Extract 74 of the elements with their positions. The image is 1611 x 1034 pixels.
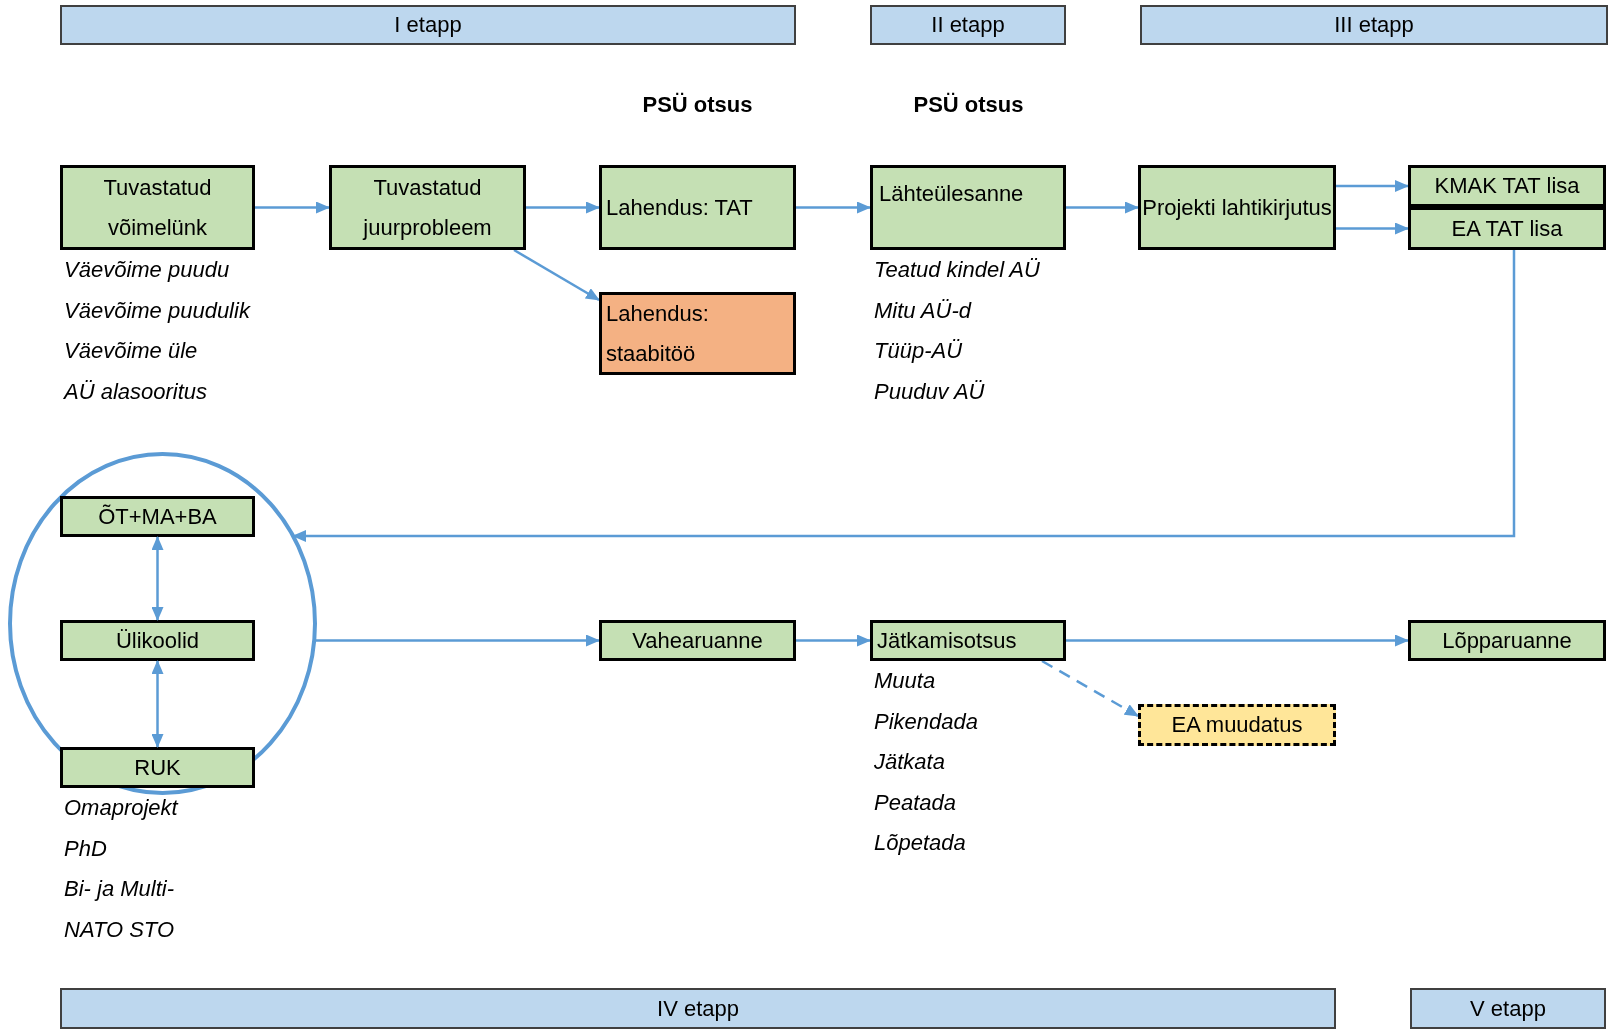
box-label: Vahearuanne	[632, 626, 763, 655]
box-label: ÕT+MA+BA	[98, 502, 217, 531]
box-label: RUK	[134, 753, 181, 782]
arrow	[1336, 180, 1409, 192]
note-text: NATO STO	[64, 916, 175, 943]
arrow	[1066, 201, 1139, 214]
arrow	[1336, 222, 1409, 235]
note-text: Lõpetada	[874, 830, 966, 856]
box-label: Lõpparuanne	[1442, 626, 1572, 655]
double-arrow	[151, 660, 164, 748]
process-box	[1138, 165, 1336, 250]
process-box	[870, 620, 1066, 661]
stage-band	[60, 5, 796, 45]
process-box	[60, 496, 255, 537]
double-arrow	[151, 536, 164, 621]
stage-label: IV etapp	[657, 995, 739, 1022]
note-text: Tüüp-AÜ	[874, 338, 963, 364]
process-box	[1408, 620, 1606, 661]
process-box	[1408, 207, 1606, 250]
process-box	[60, 747, 255, 788]
box-label: Projekti lahtikirjutus	[1142, 193, 1332, 222]
arrow	[292, 250, 1516, 542]
dashed-arrow	[1041, 659, 1139, 718]
ellipse-outline	[8, 452, 317, 795]
dashed-process-box	[1138, 704, 1336, 746]
box-label: Tuvastatud võimelünk	[102, 173, 213, 242]
stage-band	[1140, 5, 1608, 45]
note-text: PhD	[64, 835, 107, 862]
note-text: Jätkata	[874, 749, 945, 775]
note-text: Puuduv AÜ	[874, 378, 985, 405]
box-label: EA TAT lisa	[1451, 214, 1563, 243]
stage-band	[1410, 988, 1606, 1029]
arrow	[1066, 634, 1409, 647]
box-label: KMAK TAT lisa	[1434, 172, 1580, 200]
arrow	[796, 201, 871, 214]
process-box	[329, 165, 526, 250]
box-label: Lähteülesanne	[879, 180, 1024, 208]
process-box	[1408, 165, 1606, 207]
process-box	[599, 620, 796, 661]
arrow	[314, 634, 600, 647]
note-text: Väevõime puudulik	[64, 297, 250, 324]
note-text: Väevõime üle	[64, 338, 198, 364]
decision-heading: PSÜ otsus	[641, 92, 754, 118]
process-box	[870, 165, 1066, 250]
arrow	[796, 634, 871, 647]
decision-heading: PSÜ otsus	[912, 92, 1025, 118]
process-box	[599, 165, 796, 250]
note-text: Väevõime puudu	[64, 257, 230, 283]
box-label: Jätkamisotsus	[877, 626, 1017, 655]
arrow	[255, 201, 330, 214]
note-text: Peatada	[874, 789, 956, 816]
arrow	[513, 248, 600, 302]
note-text: Pikendada	[874, 708, 978, 735]
note-text: Bi- ja Multi-	[64, 876, 174, 902]
note-text: Mitu AÜ-d	[874, 297, 971, 324]
note-text: Muuta	[874, 668, 936, 694]
stage-band	[60, 988, 1336, 1029]
box-label: Lahendus: staabitöö	[606, 299, 710, 368]
stage-label: I etapp	[394, 12, 462, 38]
arrow	[526, 201, 600, 214]
stage-label: V etapp	[1470, 995, 1546, 1022]
note-text: Omaprojekt	[64, 795, 178, 821]
process-box	[60, 620, 255, 661]
stage-band	[870, 5, 1066, 45]
box-label: Lahendus: TAT	[606, 193, 753, 222]
process-box	[60, 165, 255, 250]
stage-label: III etapp	[1334, 12, 1414, 38]
process-box	[599, 292, 796, 375]
stage-label: II etapp	[931, 12, 1005, 38]
note-text: Teatud kindel AÜ	[874, 257, 1040, 283]
note-text: AÜ alasooritus	[64, 378, 208, 405]
box-label: Tuvastatud juurprobleem	[361, 173, 493, 242]
box-label: Ülikoolid	[115, 626, 200, 655]
box-label: EA muudatus	[1171, 711, 1303, 739]
